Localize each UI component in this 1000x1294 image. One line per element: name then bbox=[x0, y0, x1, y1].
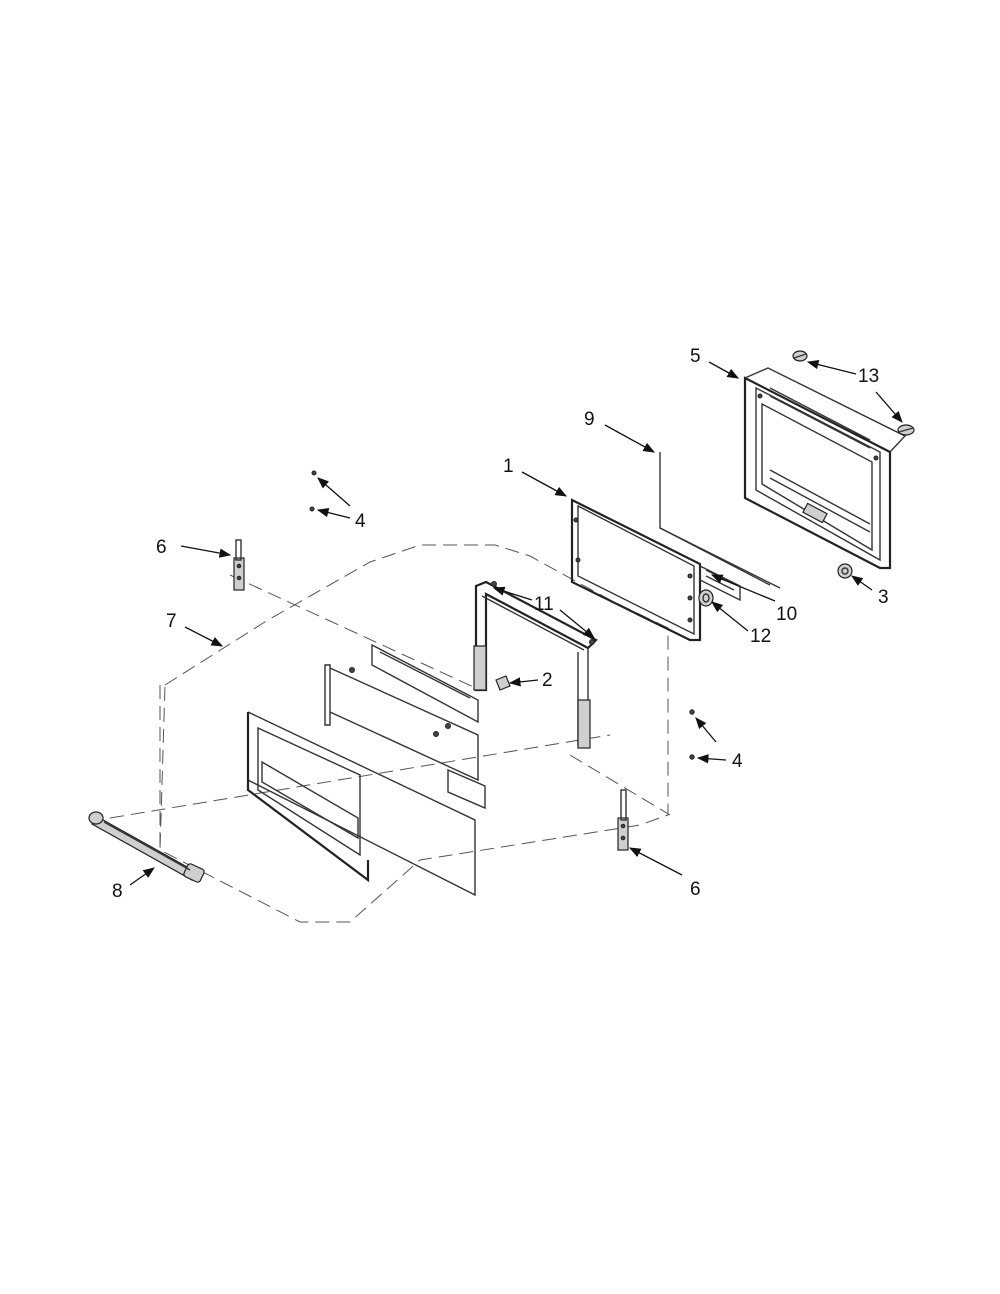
screw-upper-left-part-4 bbox=[309, 470, 317, 512]
callout-3: 3 bbox=[878, 587, 889, 608]
hinge-upper-left-part-6 bbox=[233, 539, 245, 591]
callout-6-lower: 6 bbox=[690, 879, 701, 900]
callout-labels: 5 13 9 1 4 6 7 11 10 12 2 3 4 6 8 bbox=[112, 346, 889, 902]
door-inner-liner bbox=[246, 643, 486, 897]
screw-lower-right-part-4 bbox=[689, 709, 695, 760]
callout-2: 2 bbox=[542, 670, 553, 691]
screw-top-part-13 bbox=[792, 350, 808, 362]
callout-4-upper: 4 bbox=[355, 511, 366, 532]
clip-part-2 bbox=[495, 675, 511, 691]
hinge-lower-right-part-6 bbox=[617, 789, 629, 851]
callout-1: 1 bbox=[503, 456, 514, 477]
callout-12: 12 bbox=[750, 626, 771, 647]
door-handle-part-8 bbox=[88, 811, 205, 883]
bushing-part-3 bbox=[837, 563, 853, 579]
inner-glass-panel-part-1 bbox=[570, 498, 702, 642]
leader-lines bbox=[129, 360, 903, 886]
callout-6-upper: 6 bbox=[156, 537, 167, 558]
inner-door-frame-part-5 bbox=[743, 367, 907, 570]
callout-11: 11 bbox=[534, 594, 554, 615]
callout-10: 10 bbox=[776, 604, 797, 625]
glass-part-9 bbox=[659, 452, 781, 589]
callout-4-lower: 4 bbox=[732, 751, 743, 772]
callout-5: 5 bbox=[690, 346, 701, 367]
callout-7: 7 bbox=[166, 611, 177, 632]
screw-right-part-13 bbox=[897, 424, 915, 436]
spacer-part-12 bbox=[698, 589, 714, 607]
callout-13: 13 bbox=[858, 366, 879, 387]
callout-9: 9 bbox=[584, 409, 595, 430]
callout-8: 8 bbox=[112, 881, 123, 902]
